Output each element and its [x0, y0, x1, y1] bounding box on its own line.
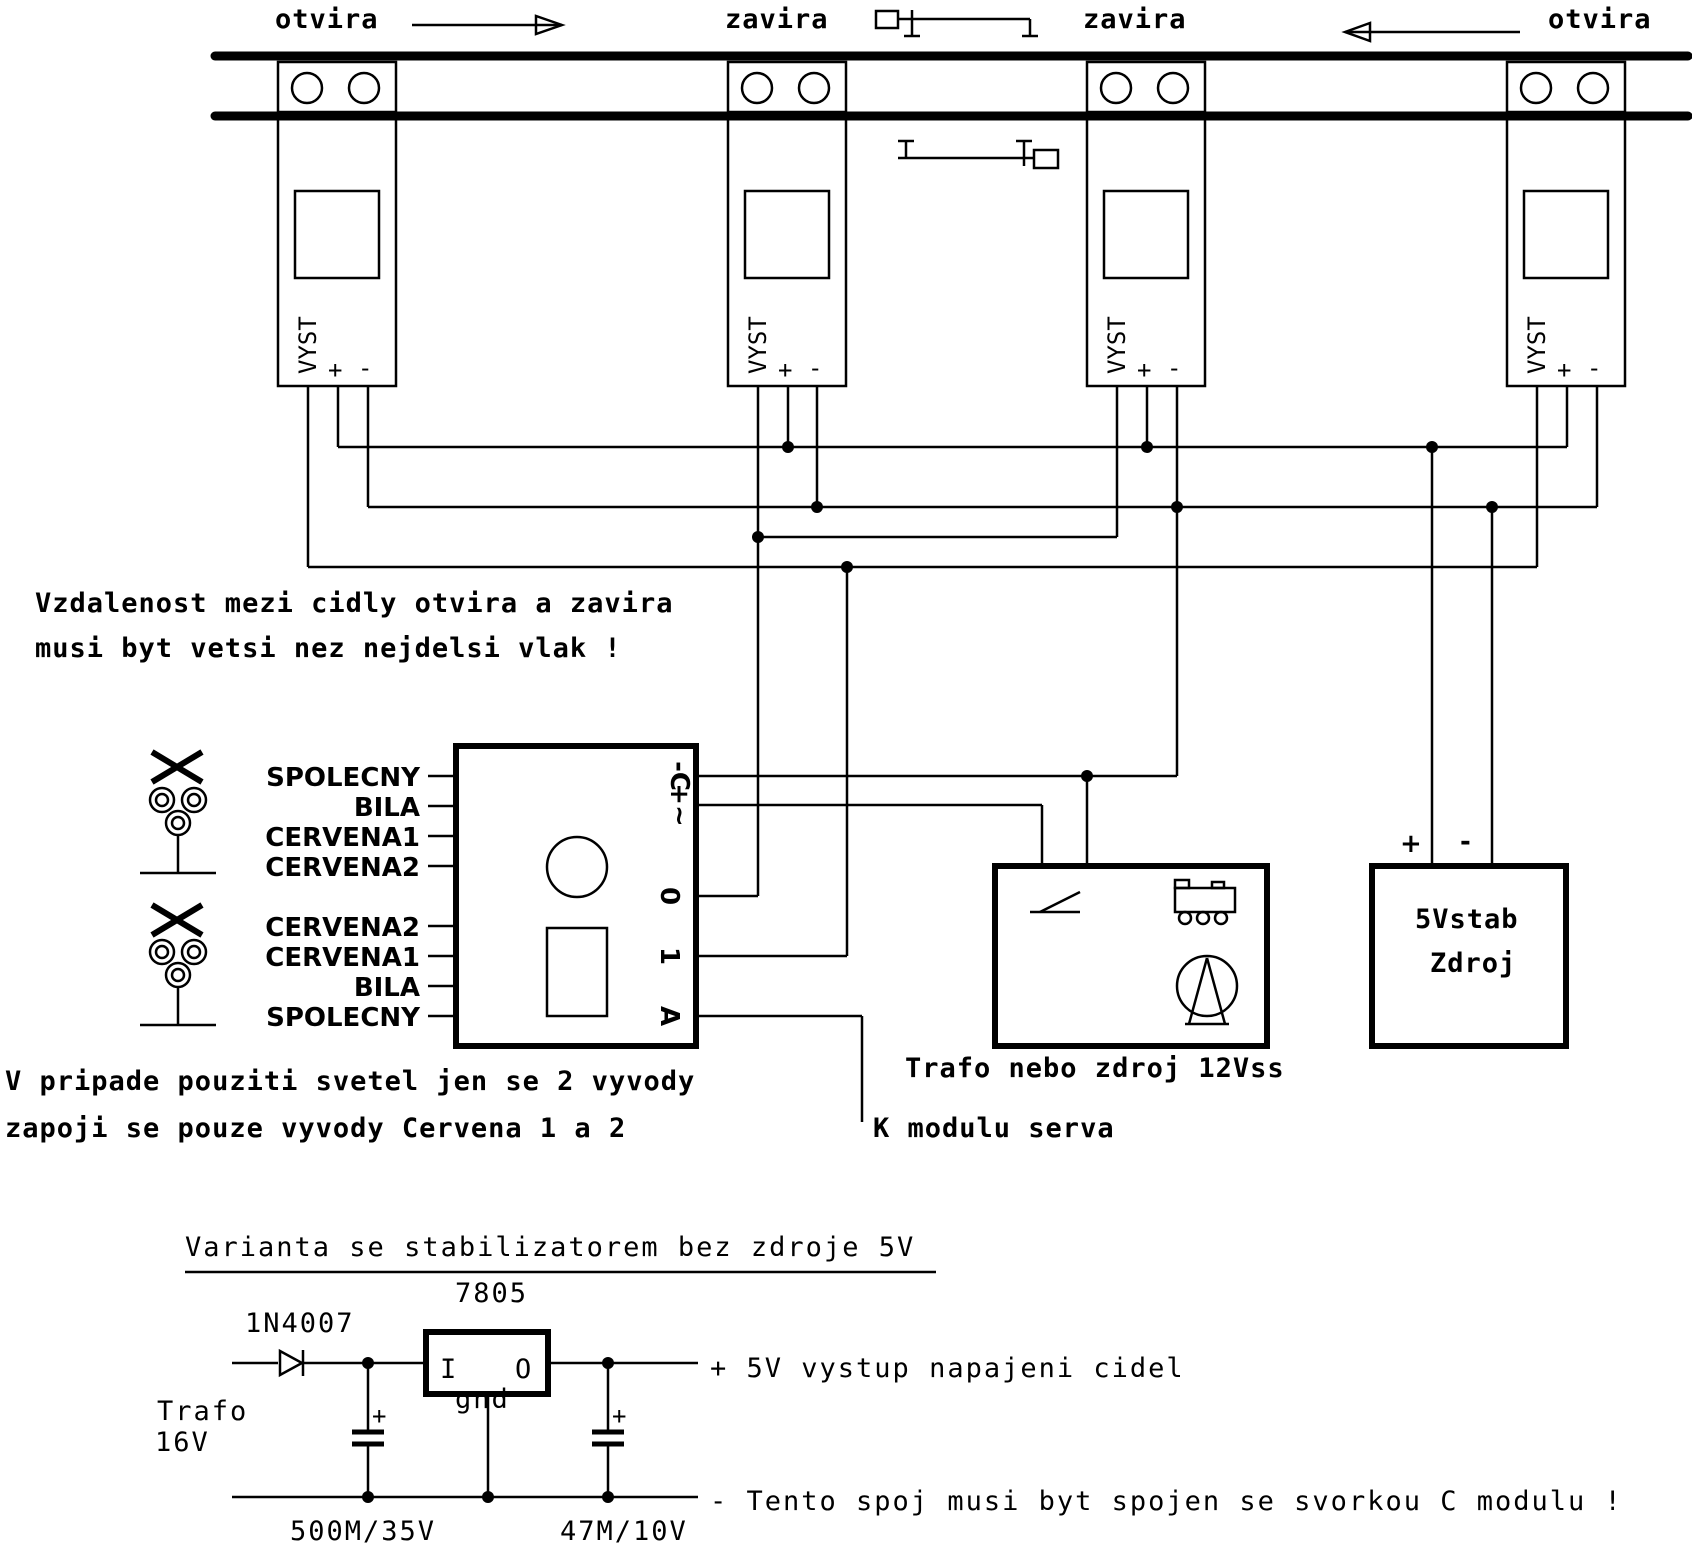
- capacitor-icon: [592, 1363, 624, 1497]
- sensor-plus-label: +: [1557, 356, 1571, 384]
- arrow-left-icon: [1341, 21, 1520, 43]
- sensor-label: VYST: [294, 316, 322, 374]
- sensor-minus-label: -: [1587, 354, 1601, 382]
- regulator-gnd-label: gnd: [455, 1384, 510, 1415]
- cap1-label: 500M/35V: [290, 1516, 436, 1547]
- regulator-out-label: O: [515, 1354, 533, 1385]
- servo-label: K modulu serva: [873, 1113, 1115, 1144]
- barrier-open-icon: [898, 139, 1060, 170]
- locomotive-icon: [1173, 878, 1237, 926]
- cap1-plus-label: +: [372, 1402, 386, 1430]
- label-otvira-left: otvira: [275, 4, 379, 35]
- transformer-icon: [1175, 954, 1239, 1026]
- regulator-label: 7805: [455, 1278, 528, 1309]
- input-label-line1: Trafo: [157, 1396, 248, 1427]
- sensor-bus-wires: [306, 386, 1599, 1122]
- note-lights-line2: zapoji se pouze vyvody Cervena 1 a 2: [5, 1113, 626, 1144]
- pin-label-cervena1-1: CERVENA1: [265, 823, 420, 853]
- sensor-plus-label: +: [778, 356, 792, 384]
- crossing-signal-icon: [140, 749, 216, 875]
- regulator-circuit: [232, 1329, 698, 1503]
- module-pin-labels-right: -C +~ 0 1 A: [654, 761, 694, 1026]
- sensor-minus-label: -: [1167, 354, 1181, 382]
- module-pin-labels-left: SPOLECNY BILA CERVENA1 CERVENA2 CERVENA2…: [265, 763, 421, 1033]
- sensor-label: VYST: [744, 316, 772, 374]
- pin-label-spolecny-1: SPOLECNY: [266, 763, 421, 793]
- pin-label-1: 1: [654, 947, 684, 965]
- trafo-box: [992, 863, 1270, 1049]
- input-label-line2: 16V: [155, 1427, 210, 1458]
- psu-plus-label: +: [1400, 829, 1422, 859]
- sensor-label: VYST: [1523, 316, 1551, 374]
- sensor-2: VYST + -: [726, 60, 848, 388]
- pin-label-spolecny-2: SPOLECNY: [266, 1003, 421, 1033]
- note-distance-line1: Vzdalenost mezi cidly otvira a zavira: [35, 588, 673, 619]
- diode-icon: [278, 1348, 305, 1378]
- sensor-1: VYST + -: [276, 60, 398, 388]
- arrow-right-icon: [412, 14, 566, 36]
- label-zavira-left: zavira: [725, 4, 829, 35]
- sensor-minus-label: -: [358, 354, 372, 382]
- sensor-plus-label: +: [328, 356, 342, 384]
- output-plus-label: + 5V vystup napajeni cidel: [710, 1353, 1185, 1384]
- label-otvira-right: otvira: [1548, 4, 1652, 35]
- psu-minus-label: -: [1460, 827, 1471, 857]
- note-lights-line1: V pripade pouziti svetel jen se 2 vyvody: [5, 1066, 695, 1097]
- capacitor-icon: [352, 1363, 384, 1497]
- switch-icon: [1030, 890, 1081, 914]
- cap2-plus-label: +: [612, 1402, 626, 1430]
- sensor-plus-label: +: [1137, 356, 1151, 384]
- label-zavira-right: zavira: [1083, 4, 1187, 35]
- pin-label-bila-1: BILA: [354, 793, 420, 823]
- regulator-in-label: I: [440, 1354, 458, 1385]
- pin-label-cervena1-2: CERVENA1: [265, 943, 420, 973]
- pin-label-cervena2-2: CERVENA2: [265, 913, 420, 943]
- crossing-signal-icon: [140, 902, 216, 1027]
- control-module: [428, 743, 699, 1049]
- cap2-label: 47M/10V: [560, 1516, 688, 1547]
- sensor-3: VYST + -: [1085, 60, 1207, 388]
- note-distance-line2: musi byt vetsi nez nejdelsi vlak !: [35, 633, 622, 664]
- psu-box: [1369, 863, 1569, 1049]
- pin-label-cervena2-1: CERVENA2: [265, 853, 420, 883]
- trafo-label: Trafo nebo zdroj 12Vss: [905, 1053, 1285, 1084]
- pin-label-bila-2: BILA: [354, 973, 420, 1003]
- pin-label-a: A: [654, 1006, 684, 1026]
- barrier-closed-icon: [874, 9, 1038, 38]
- output-minus-label: - Tento spoj musi byt spojen se svorkou …: [710, 1486, 1623, 1517]
- sensor-4: VYST + -: [1505, 60, 1627, 388]
- sensor-minus-label: -: [808, 354, 822, 382]
- junction-dots: [752, 441, 1498, 782]
- psu-label-line2: Zdroj: [1430, 948, 1516, 979]
- sensor-label: VYST: [1103, 316, 1131, 374]
- pin-label-ac: +~: [664, 783, 694, 827]
- pin-label-c: -C: [664, 761, 694, 791]
- diode-label: 1N4007: [245, 1308, 355, 1339]
- psu-label-line1: 5Vstab: [1415, 904, 1519, 935]
- pin-label-0: 0: [654, 887, 684, 905]
- variant-title: Varianta se stabilizatorem bez zdroje 5V: [185, 1232, 915, 1263]
